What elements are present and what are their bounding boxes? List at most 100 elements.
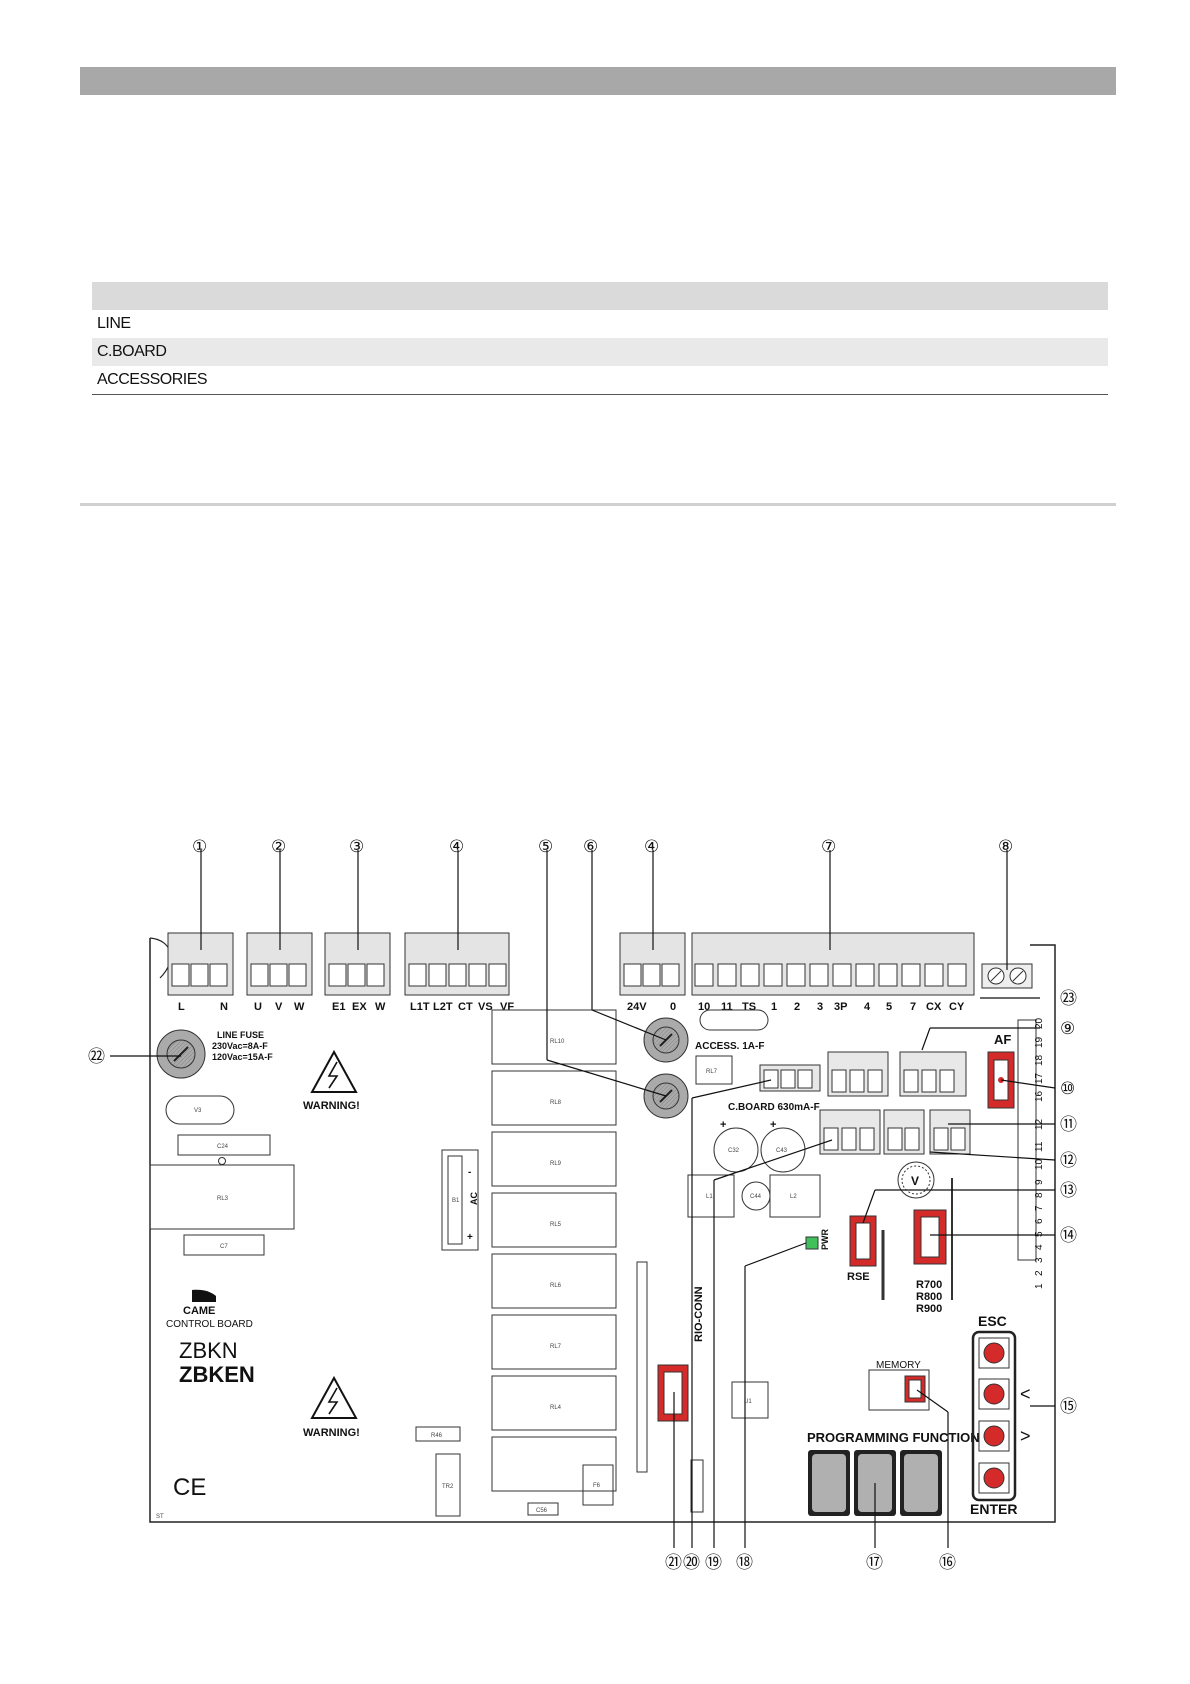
svg-text:WARNING!: WARNING! [303,1100,360,1112]
terminal-labels-line: L N [178,1001,228,1013]
svg-text:C.BOARD 630mA-F: C.BOARD 630mA-F [728,1102,820,1113]
warning-icon-top [310,1049,358,1093]
left-button [978,1378,1010,1410]
svg-text:0: 0 [670,1001,676,1013]
svg-text:4: 4 [864,1001,871,1013]
svg-text:19: 19 [1034,1036,1045,1048]
terminal-block-lamps [404,932,510,996]
svg-text:120Vac=15A-F: 120Vac=15A-F [212,1052,273,1062]
svg-text:⑮: ⑮ [1060,1397,1077,1416]
svg-text:U: U [254,1001,262,1013]
terminal-labels-encoder: E1 EX W [332,1001,386,1013]
connector-11 [929,1109,971,1155]
svg-text:RL5: RL5 [550,1222,562,1228]
svg-text:PWR: PWR [820,1229,830,1250]
trimmer-v [897,1161,935,1199]
svg-text:18: 18 [1034,1054,1045,1066]
svg-text:17: 17 [1034,1072,1045,1084]
svg-text:C24: C24 [217,1144,229,1150]
svg-text:RL3: RL3 [217,1196,229,1202]
svg-text:R800: R800 [916,1291,942,1303]
svg-text:4: 4 [1034,1244,1045,1250]
section-divider [80,503,1116,506]
fuse-row-label: LINE [97,315,131,332]
pwr-led [805,1236,819,1250]
svg-text:⑥: ⑥ [583,837,598,856]
svg-text:W: W [294,1001,305,1013]
svg-text:⑳: ⑳ [683,1553,700,1572]
svg-text:PROGRAMMING FUNCTION: PROGRAMMING FUNCTION [807,1430,980,1445]
svg-text:⑬: ⑬ [1060,1181,1077,1200]
svg-text:VS: VS [478,1001,493,1013]
svg-text:TR2: TR2 [442,1484,454,1490]
svg-text:ST: ST [156,1514,164,1520]
svg-text:CY: CY [949,1001,965,1013]
svg-text:ACCESS. 1A-F: ACCESS. 1A-F [695,1041,764,1052]
svg-text:⑦: ⑦ [821,837,836,856]
terminal-labels-controls: 10 11 TS 1 2 3 3P 4 5 7 CX CY [698,1001,965,1013]
svg-text:㉒: ㉒ [88,1047,105,1066]
connector-20 [759,1064,821,1092]
callout-numbers-right: ㉓ ⑨ ⑩ ⑪ ⑫ ⑬ ⑭ ⑮ [1060,989,1077,1416]
svg-text:1: 1 [771,1001,777,1013]
memory-connector [904,1375,926,1403]
svg-text:10: 10 [698,1001,710,1013]
svg-text:R900: R900 [916,1303,942,1315]
earth-terminal [981,963,1033,989]
board-outline [149,938,1056,1523]
terminal-labels-lamps: L1T L2T CT VS VF [410,1001,514,1013]
terminal-block-encoder [324,932,391,996]
svg-text:3: 3 [817,1001,823,1013]
svg-text:RL6: RL6 [550,1283,562,1289]
fuse-row-cboard: C.BOARD [92,338,1108,366]
svg-text:F6: F6 [593,1483,601,1489]
relay-column [491,1009,617,1492]
svg-text:VF: VF [500,1001,514,1013]
programming-button-left [808,1450,850,1516]
svg-text:3P: 3P [834,1001,847,1013]
svg-text:ZBKN: ZBKN [179,1338,238,1363]
svg-text:MEMORY: MEMORY [876,1360,921,1371]
fuse-row-accessories: ACCESSORIES [92,366,1108,395]
svg-text:⑭: ⑭ [1060,1226,1077,1245]
svg-text:C7: C7 [220,1244,228,1250]
svg-text:L2T: L2T [433,1001,453,1013]
rse-connector [849,1215,877,1267]
svg-text:㉓: ㉓ [1060,989,1077,1008]
svg-text:L: L [178,1001,185,1013]
svg-text:CX: CX [926,1001,942,1013]
svg-text:ENTER: ENTER [970,1501,1017,1517]
svg-text:RL9: RL9 [550,1161,562,1167]
svg-text:16: 16 [1034,1090,1045,1102]
svg-text:3: 3 [1034,1257,1045,1263]
svg-text:CE: CE [173,1474,206,1501]
svg-text:2: 2 [1034,1270,1045,1276]
svg-text:>: > [1020,1426,1031,1446]
svg-text:⑫: ⑫ [1060,1151,1077,1170]
svg-text:V: V [911,1174,919,1188]
svg-text:RL7: RL7 [706,1069,718,1075]
fuse-row-label: ACCESSORIES [92,366,1108,395]
svg-text:6: 6 [1034,1218,1045,1224]
terminal-block-controls [691,932,975,996]
svg-text:②: ② [271,837,286,856]
programming-button-right [900,1450,942,1516]
svg-text:+: + [720,1119,726,1131]
svg-text:U1: U1 [744,1399,752,1405]
callout-numbers-top: ① ② ③ ④ ⑤ ⑥ ④ ⑦ ⑧ [192,837,1013,856]
connector-9 [827,1051,889,1097]
svg-text:TS: TS [742,1001,756,1013]
svg-text:11: 11 [1034,1141,1045,1152]
warning-icon-bottom [310,1375,358,1419]
svg-text:⑲: ⑲ [705,1553,722,1572]
fuse-table-header [92,282,1108,310]
svg-text:11: 11 [721,1001,733,1013]
svg-text:⑯: ⑯ [939,1553,956,1572]
connector-9b [899,1051,967,1097]
svg-text:⑪: ⑪ [1060,1115,1077,1134]
svg-text:RL10: RL10 [550,1039,565,1045]
svg-text:⑱: ⑱ [736,1553,753,1572]
esc-button [978,1337,1010,1369]
svg-text:10: 10 [1034,1158,1045,1170]
svg-text:W: W [375,1001,386,1013]
